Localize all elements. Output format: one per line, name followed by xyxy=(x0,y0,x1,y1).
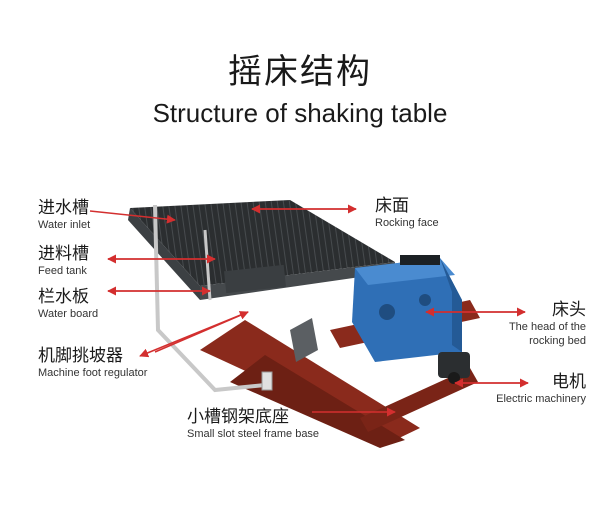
label-water-board-cn: 栏水板 xyxy=(38,287,89,307)
label-motor-en: Electric machinery xyxy=(496,393,586,405)
label-frame-base-cn: 小槽钢架底座 xyxy=(187,407,289,427)
label-motor-cn: 电机 xyxy=(552,372,586,392)
bed-head-gearbox xyxy=(352,255,462,362)
callout-arrows xyxy=(89,204,529,417)
label-rocking-face-cn: 床面 xyxy=(375,196,409,216)
label-water-board-en: Water board xyxy=(38,308,99,320)
label-bed-head-en-line2: rocking bed xyxy=(529,335,586,347)
label-feed-tank-cn: 进料槽 xyxy=(38,244,89,264)
label-feed-tank: 进料槽 Feed tank xyxy=(38,244,89,278)
label-water-inlet-cn: 进水槽 xyxy=(38,198,89,218)
label-frame-base: 小槽钢架底座 Small slot steel frame base xyxy=(187,407,319,441)
title-chinese: 摇床结构 xyxy=(228,52,372,92)
label-foot-regulator-en: Machine foot regulator xyxy=(38,367,148,379)
rocking-deck xyxy=(128,200,395,300)
title-english: Structure of shaking table xyxy=(152,98,448,128)
label-water-inlet: 进水槽 Water inlet xyxy=(38,198,90,232)
label-water-inlet-en: Water inlet xyxy=(38,219,91,231)
label-foot-regulator-cn: 机脚挑坡器 xyxy=(38,346,123,366)
label-frame-base-en: Small slot steel frame base xyxy=(187,428,320,440)
label-foot-regulator: 机脚挑坡器 Machine foot regulator xyxy=(38,346,147,380)
label-water-board: 栏水板 Water board xyxy=(38,287,98,321)
label-motor: 电机 Electric machinery xyxy=(496,372,586,406)
label-rocking-face: 床面 Rocking face xyxy=(375,196,439,230)
arrow-foot-regulator-reverse xyxy=(139,311,249,358)
arrow-water-inlet xyxy=(89,210,176,224)
label-feed-tank-en: Feed tank xyxy=(38,265,87,277)
label-bed-head: 床头 The head of the rocking bed xyxy=(509,300,586,348)
label-bed-head-en-line1: The head of the xyxy=(508,321,586,333)
label-bed-head-cn: 床头 xyxy=(552,300,586,320)
label-rocking-face-en: Rocking face xyxy=(375,217,439,229)
